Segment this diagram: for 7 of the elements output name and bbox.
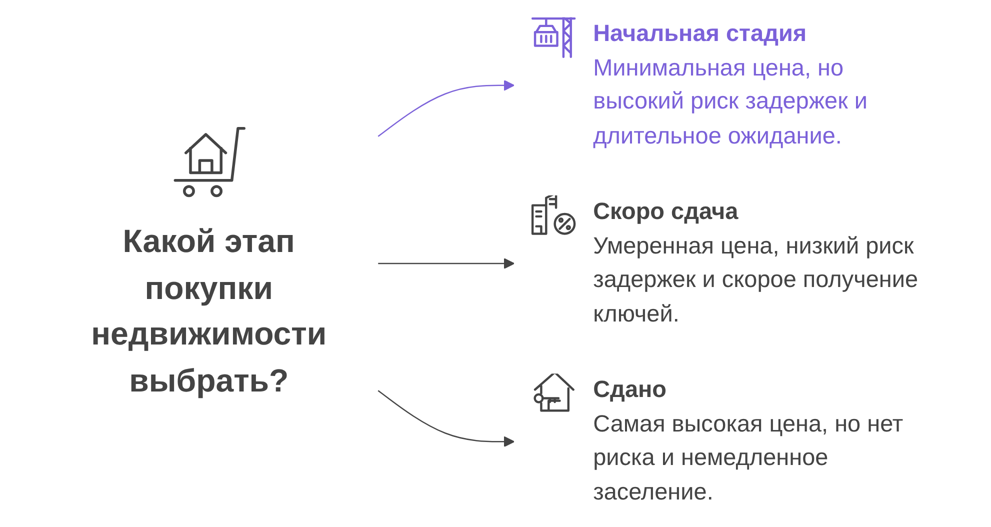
arrow	[378, 390, 515, 448]
node-text: Сдано Самая высокая цена, но нет риска и немедленное заселение.	[593, 377, 904, 506]
node-text: Какой этап покупки недвижимости выбрать?	[91, 222, 327, 400]
node-text: Начальная стадия Минимальная цена, но высокий риск задержек и длительное ожидание.	[593, 21, 868, 150]
node-text: Скоро сдача Умеренная цена, низкий риск задержек и скорое получение ключей.	[593, 199, 918, 328]
arrow	[378, 80, 515, 137]
arrow	[378, 258, 515, 269]
